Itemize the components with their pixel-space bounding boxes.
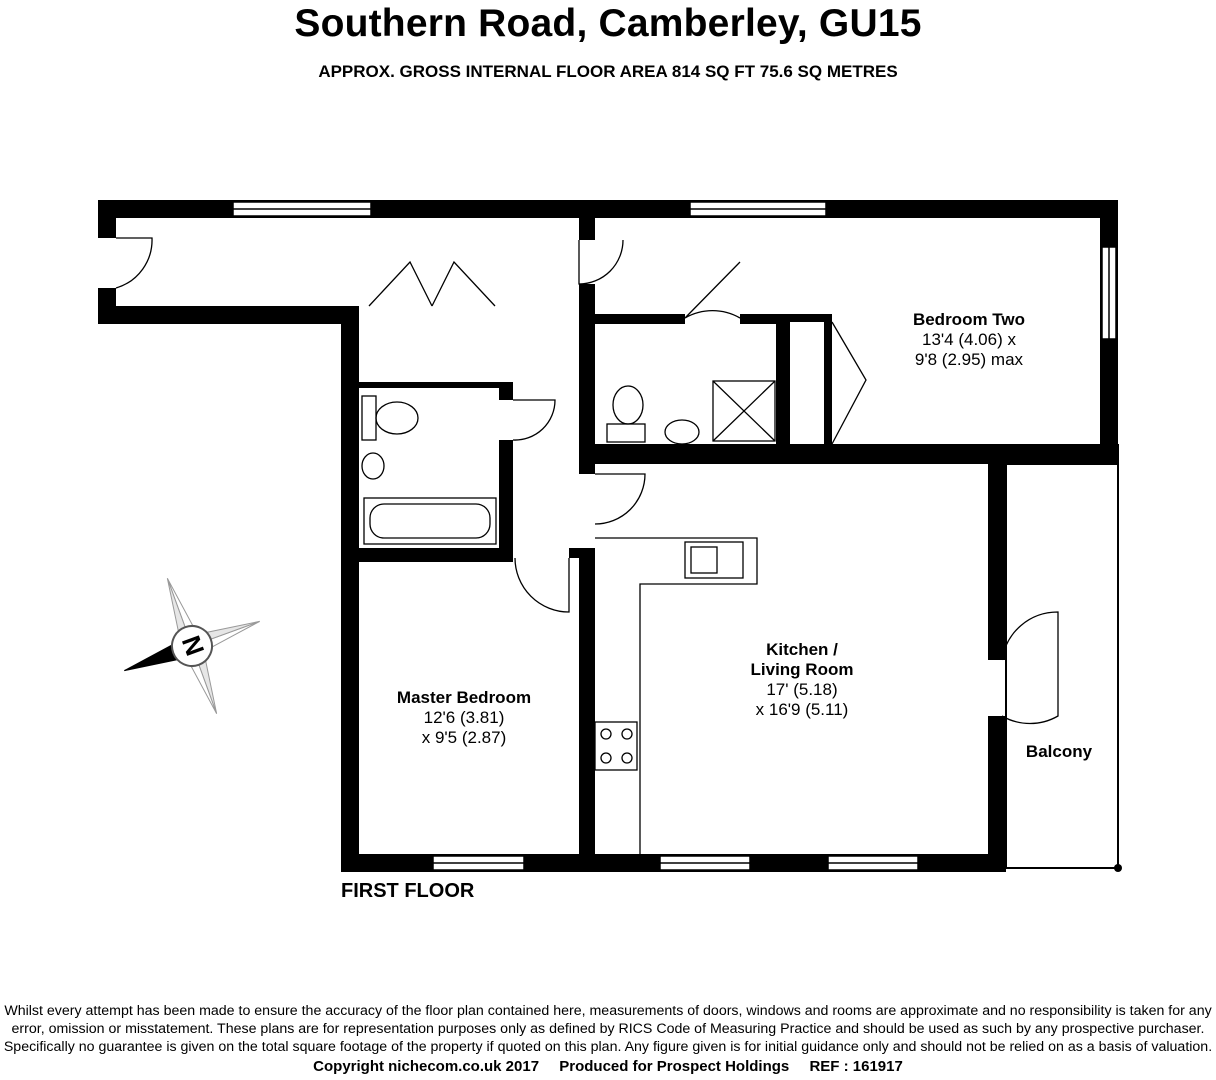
room-dimension: x 16'9 (5.11) bbox=[755, 700, 849, 719]
room-name: Living Room bbox=[750, 660, 854, 679]
footer: Copyright nichecom.co.uk 2017 Produced f… bbox=[0, 1058, 1216, 1075]
room-master-bedroom: Master Bedroom 12'6 (3.81) x 9'5 (2.87) bbox=[369, 688, 559, 748]
floor-area-subtitle: APPROX. GROSS INTERNAL FLOOR AREA 814 SQ… bbox=[318, 62, 898, 81]
floor-label: FIRST FLOOR bbox=[341, 880, 475, 902]
room-dimension: 13'4 (4.06) x bbox=[922, 330, 1016, 349]
compass-rose bbox=[124, 578, 260, 714]
room-dimension: 17' (5.18) bbox=[766, 680, 838, 699]
balcony-corner-post bbox=[1114, 864, 1122, 872]
windows bbox=[232, 201, 1117, 871]
room-name: Bedroom Two bbox=[912, 310, 1026, 329]
footer-reference: REF : 161917 bbox=[809, 1058, 903, 1075]
room-name: Balcony bbox=[1025, 742, 1093, 761]
disclaimer: Whilst every attempt has been made to en… bbox=[0, 1002, 1216, 1056]
room-name: Master Bedroom bbox=[396, 688, 532, 707]
doors bbox=[115, 237, 1059, 725]
walls bbox=[98, 200, 1119, 872]
plan-title: Southern Road, Camberley, GU15 bbox=[294, 2, 922, 45]
footer-produced-for: Produced for Prospect Holdings bbox=[559, 1058, 790, 1075]
disclaimer-line: Whilst every attempt has been made to en… bbox=[4, 1003, 1212, 1019]
room-dimension: 9'8 (2.95) max bbox=[914, 350, 1024, 369]
room-kitchen-living: Kitchen / Living Room 17' (5.18) x 16'9 … bbox=[712, 640, 892, 720]
disclaimer-line: Specifically no guarantee is given on th… bbox=[3, 1039, 1213, 1055]
floor-plan: N bbox=[98, 200, 1122, 872]
room-dimension: 12'6 (3.81) bbox=[423, 708, 505, 727]
room-bedroom-two: Bedroom Two 13'4 (4.06) x 9'8 (2.95) max bbox=[880, 310, 1058, 370]
room-dimension: x 9'5 (2.87) bbox=[421, 728, 507, 747]
room-name: Kitchen / bbox=[766, 640, 838, 659]
footer-copyright: Copyright nichecom.co.uk 2017 bbox=[313, 1058, 540, 1075]
disclaimer-line: error, omission or misstatement. These p… bbox=[11, 1021, 1205, 1037]
balcony-outline bbox=[1005, 463, 1119, 869]
room-balcony: Balcony bbox=[1010, 742, 1108, 762]
kitchen-worktop bbox=[594, 537, 758, 854]
bathroom-fixtures bbox=[361, 380, 776, 545]
compass: N bbox=[124, 578, 260, 714]
